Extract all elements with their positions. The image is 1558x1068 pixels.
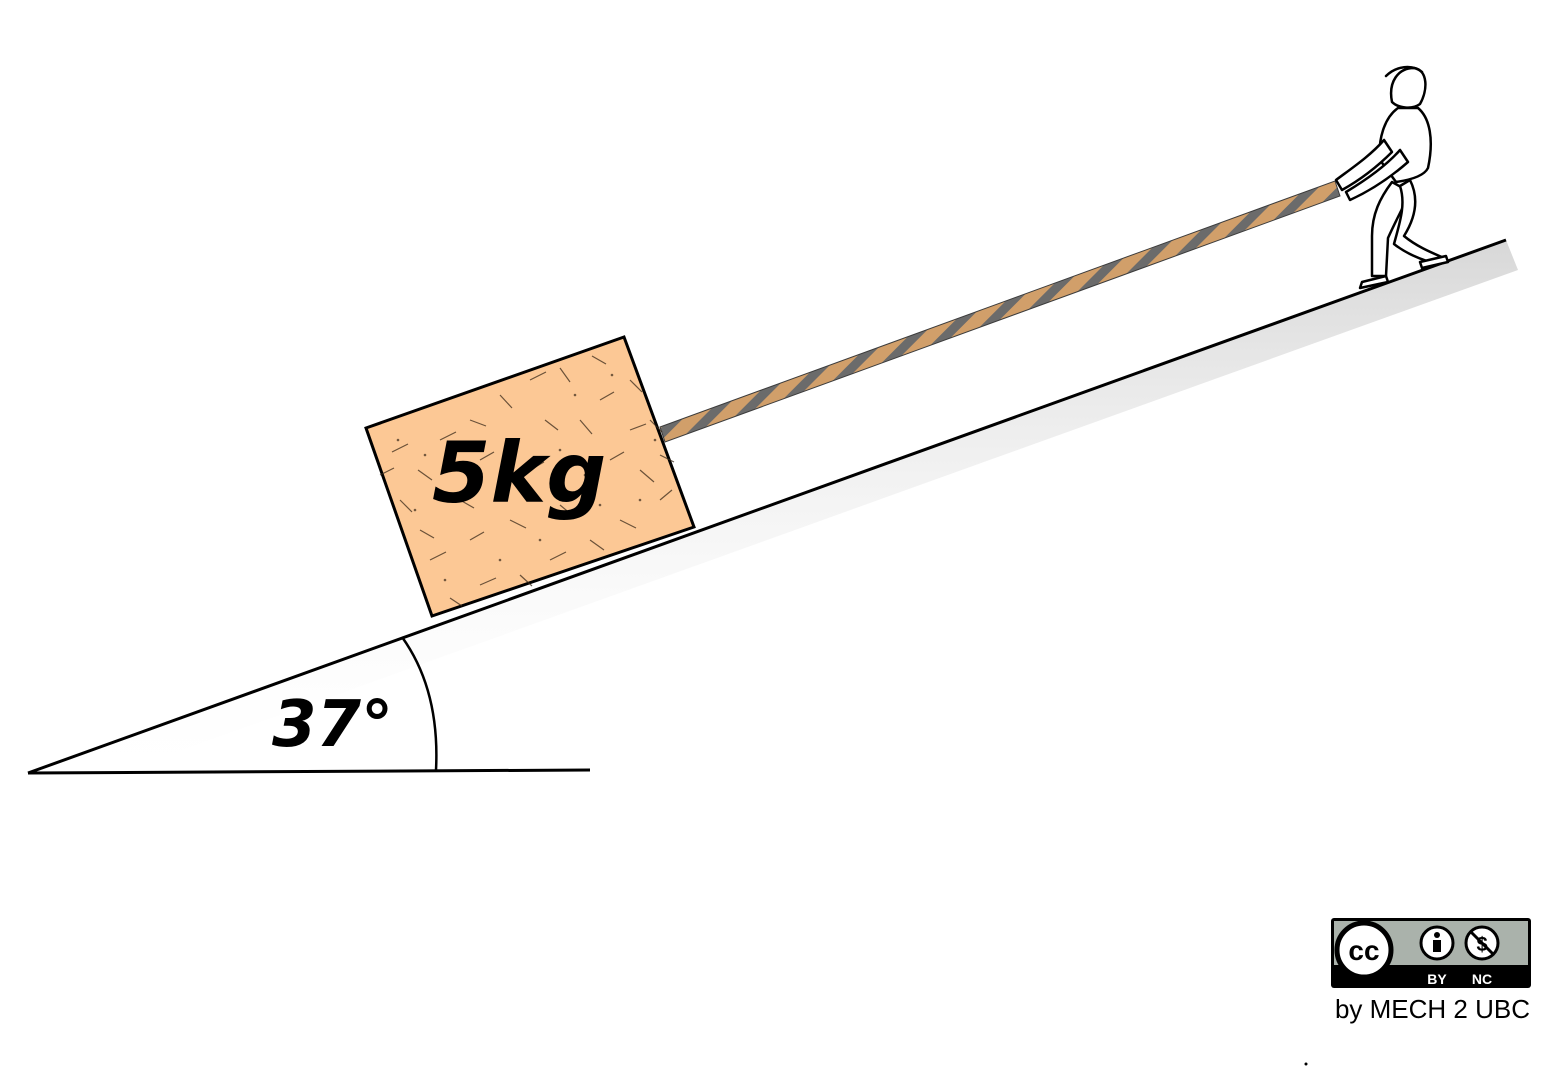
stray-dot xyxy=(1304,1062,1308,1066)
person-leg-front xyxy=(1392,178,1446,266)
cc-icon-text: cc xyxy=(1348,935,1379,966)
person-figure xyxy=(1334,65,1450,290)
person-arm-lower xyxy=(1344,148,1410,202)
incline-shadow xyxy=(28,240,1518,800)
person-hair xyxy=(1384,65,1424,78)
wood-grain-texture xyxy=(379,355,675,607)
incline-surface xyxy=(27,238,1507,775)
cc-icon xyxy=(1334,920,1394,980)
by-label: BY xyxy=(1427,971,1447,987)
person-head xyxy=(1389,66,1427,109)
person-arm-upper xyxy=(1334,138,1394,192)
cc-license-badge: cc $ BY NC xyxy=(1331,918,1531,988)
mass-block: 5kg xyxy=(364,335,696,618)
person-foot-front xyxy=(1418,254,1450,270)
mass-label: 5kg xyxy=(432,424,606,522)
wood-dot-texture xyxy=(396,373,657,582)
nc-label: NC xyxy=(1472,971,1492,987)
angle-arc xyxy=(400,636,438,771)
block-body xyxy=(364,335,696,618)
rope xyxy=(659,180,1341,443)
person-foot-back xyxy=(1358,274,1390,290)
credit-text: by MECH 2 UBC xyxy=(1335,994,1530,1024)
angle-label: 37° xyxy=(272,688,393,762)
ground-line xyxy=(27,768,591,775)
